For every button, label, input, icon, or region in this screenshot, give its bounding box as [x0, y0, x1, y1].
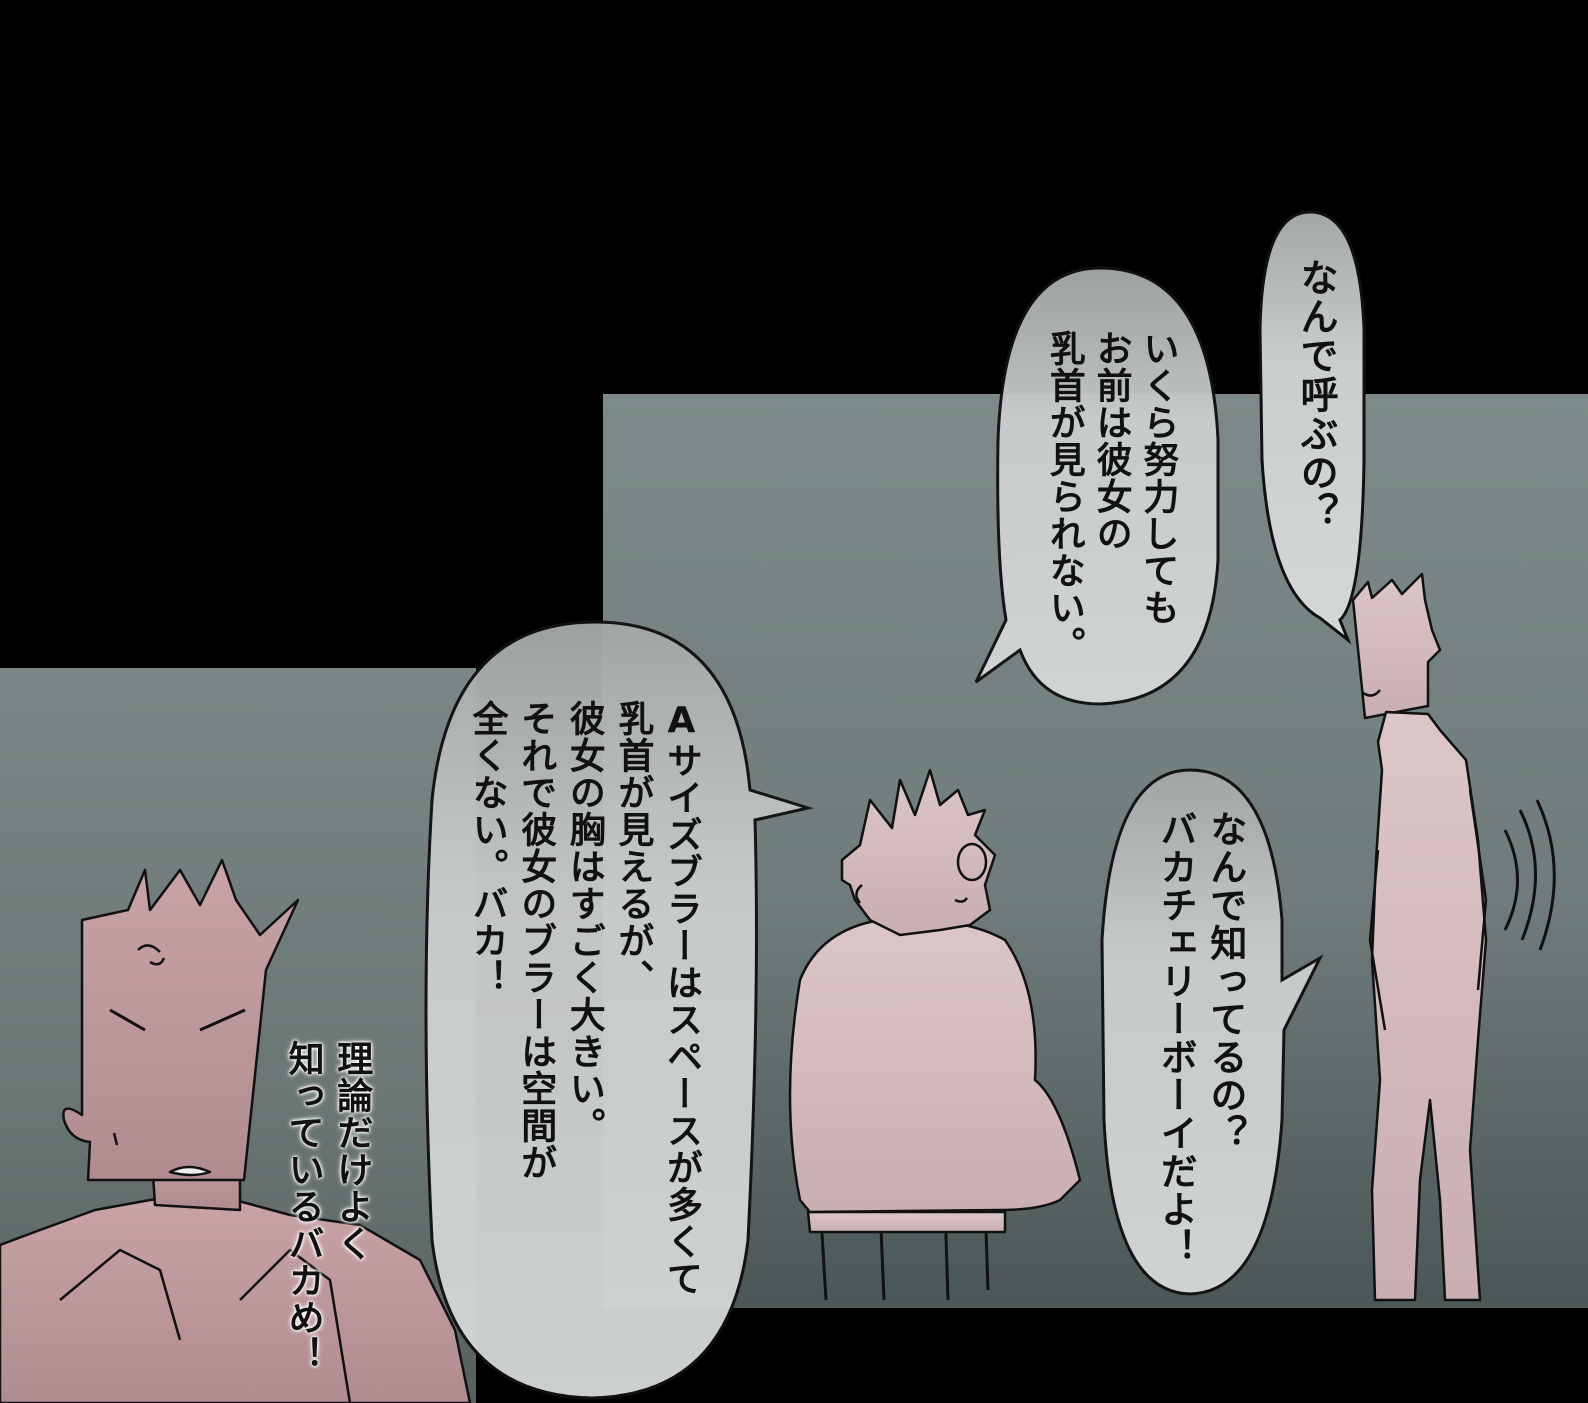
- bubble-how-do-you-know-shape: [1100, 768, 1324, 1296]
- closeup-man-figure: [0, 858, 472, 1403]
- seated-man-figure: [788, 768, 1082, 1301]
- bubble-no-matter-how-shape: [974, 266, 1220, 706]
- bubble-a-size-bra-shape: [424, 620, 814, 1400]
- narration-theory-only-text: 理論だけよく 知っているバカめ！: [282, 1040, 373, 1373]
- bubble-no-matter-how-text: いくら努力しても お前は彼女の 乳首が見られない。: [1043, 330, 1179, 663]
- bubble-why-call-shape: [1258, 210, 1366, 645]
- bubble-how-do-you-know-text: なんで知ってるの？ バカチェリーボーイだよ！: [1153, 810, 1247, 1266]
- bubble-why-call-text: なんで呼ぶの？: [1294, 258, 1339, 531]
- standing-man-figure: [1351, 572, 1556, 1302]
- bubble-a-size-bra-text: Aサイズブラーはスペースが多くて 乳首が見えるが、 彼女の胸はすごく大きい。 そ…: [466, 700, 702, 1297]
